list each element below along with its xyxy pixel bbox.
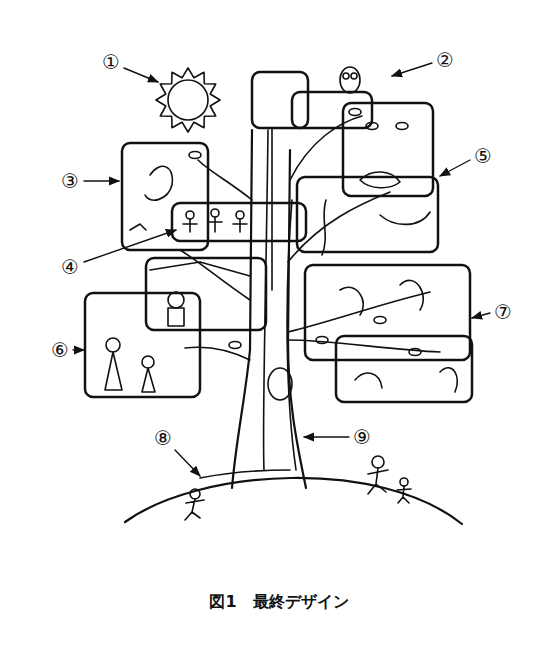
reader xyxy=(168,292,184,308)
sun-rays xyxy=(156,68,220,132)
kid xyxy=(400,478,408,486)
child xyxy=(208,217,222,232)
callout-arrow xyxy=(73,349,84,350)
branch xyxy=(290,116,362,180)
bird xyxy=(145,166,172,200)
picture-frame xyxy=(343,103,433,196)
trunk-left xyxy=(232,130,252,488)
net xyxy=(150,262,250,276)
vine xyxy=(322,200,326,255)
picture-frame xyxy=(172,203,306,241)
callout-number: ⑨ xyxy=(353,427,371,447)
kid xyxy=(185,499,204,520)
leaf xyxy=(349,109,361,116)
callout-arrow xyxy=(392,63,432,76)
callout-arrow xyxy=(472,313,490,318)
kid xyxy=(368,468,388,494)
parent xyxy=(106,338,120,352)
branch xyxy=(198,160,252,200)
child xyxy=(142,368,155,392)
callout-arrow xyxy=(124,68,158,82)
leaf xyxy=(374,317,386,324)
kid xyxy=(397,486,411,503)
picture-frame xyxy=(305,265,470,360)
picture-frame xyxy=(336,336,472,402)
bird xyxy=(130,224,146,230)
picture-frame xyxy=(297,177,438,252)
parent xyxy=(105,352,122,390)
callout-number: ③ xyxy=(61,171,79,191)
callout-number: ④ xyxy=(61,257,79,277)
child xyxy=(236,211,244,219)
picture-frame xyxy=(85,293,200,397)
branch xyxy=(288,292,430,332)
child xyxy=(233,219,247,232)
callout-number: ⑥ xyxy=(51,340,69,360)
sun xyxy=(168,80,208,120)
vine xyxy=(271,128,273,290)
owl xyxy=(340,67,360,93)
callout-number: ⑤ xyxy=(474,146,492,166)
branch xyxy=(288,340,440,352)
picture-frame xyxy=(292,92,372,128)
squirrel xyxy=(360,172,400,188)
child xyxy=(211,209,219,217)
owl-eye xyxy=(351,73,357,79)
hill xyxy=(125,478,462,524)
monkeys xyxy=(340,280,423,315)
owl-eye xyxy=(343,73,349,79)
callout-number: ⑧ xyxy=(154,428,172,448)
child xyxy=(183,219,197,232)
leaf xyxy=(396,123,408,130)
callout-number: ⑦ xyxy=(494,302,512,322)
branch xyxy=(185,347,250,360)
leaf xyxy=(229,342,241,349)
child xyxy=(186,211,194,219)
callout-arrow xyxy=(175,450,200,476)
callout-number: ② xyxy=(436,50,454,70)
picture-frame xyxy=(252,72,308,128)
kid xyxy=(190,489,200,499)
animals xyxy=(355,368,457,392)
hill-line xyxy=(200,470,290,478)
reader xyxy=(168,308,184,326)
callout-number: ① xyxy=(102,52,120,72)
leaf xyxy=(189,152,201,159)
callout-arrow xyxy=(84,180,119,181)
child xyxy=(142,356,154,368)
nest xyxy=(380,212,430,224)
callout-arrow xyxy=(84,230,176,262)
callout-arrow xyxy=(304,436,349,437)
callout-arrow xyxy=(440,160,470,176)
kid xyxy=(372,456,384,468)
leaf xyxy=(409,349,421,356)
leaf xyxy=(316,337,328,344)
figure-caption: 図1 最終デザイン xyxy=(209,594,348,610)
tree-hollow xyxy=(268,368,292,400)
